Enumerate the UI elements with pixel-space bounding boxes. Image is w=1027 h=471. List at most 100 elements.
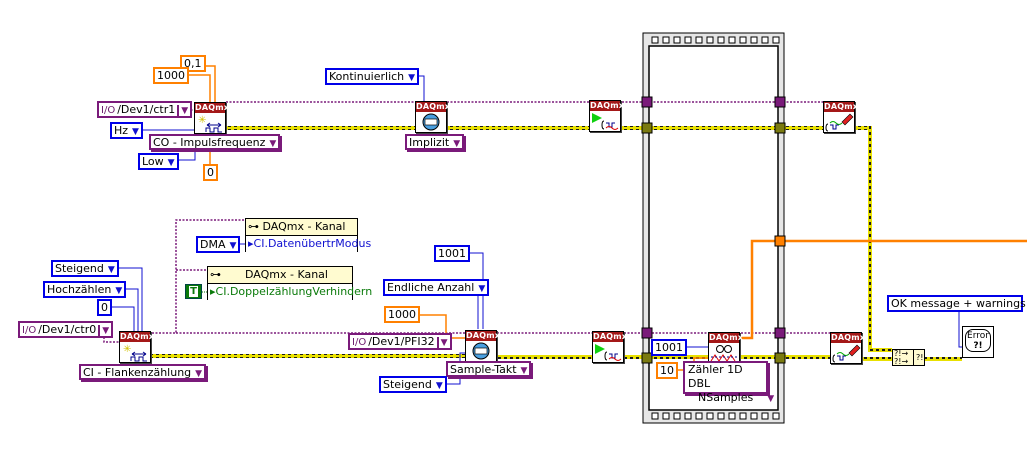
property-row[interactable]: ▸CI.DoppelzählungVerhindern xyxy=(208,283,373,300)
units-enum[interactable]: Hz▼ xyxy=(110,122,143,139)
channel-text: /Dev1/ctr1 xyxy=(117,103,176,116)
film-hole xyxy=(739,412,747,420)
property-node-duplicate-count[interactable]: ⊶ DAQmx - Kanal ▸CI.DoppelzählungVerhinde… xyxy=(207,266,373,300)
initial-count-value: 0 xyxy=(101,301,108,314)
film-hole xyxy=(695,36,703,44)
error-label: Error xyxy=(967,331,989,341)
property-node-title: DAQmx - Kanal xyxy=(245,268,328,281)
physical-channel-ctr0[interactable]: I/O/Dev1/ctr0▼ xyxy=(18,321,114,338)
dialog-type-text: OK message + warnings xyxy=(891,297,1026,310)
dropdown-arrow-icon[interactable]: ▼ xyxy=(98,325,109,338)
sample-mode-continuous[interactable]: Kontinuierlich▼ xyxy=(325,68,420,85)
clock-icon xyxy=(416,112,446,132)
daqmx-clear-task-co[interactable]: DAQmx xyxy=(823,101,859,133)
dropdown-arrow-icon: ▼ xyxy=(107,265,115,275)
film-hole xyxy=(684,412,692,420)
io-icon: I/O xyxy=(101,105,116,116)
dialog-type-enum[interactable]: OK message + warnings▼ xyxy=(887,295,1026,312)
edge-enum[interactable]: Steigend▼ xyxy=(51,260,119,277)
boolean-true-constant[interactable]: T xyxy=(185,284,202,299)
svg-text:✳: ✳ xyxy=(198,115,206,126)
film-hole xyxy=(695,412,703,420)
film-hole xyxy=(673,36,681,44)
ci-type-selector[interactable]: CI - Flankenzählung▼ xyxy=(79,364,207,380)
sample-mode-text: Kontinuierlich xyxy=(329,70,405,83)
co-type-selector[interactable]: CO - Impulsfrequenz▼ xyxy=(149,134,281,150)
daqmx-create-virtual-channel-co[interactable]: DAQmx ✳ xyxy=(194,102,230,134)
samples-value: 1001 xyxy=(438,247,466,260)
sample-mode-text: Endliche Anzahl xyxy=(387,281,475,294)
active-edge-enum[interactable]: Steigend▼ xyxy=(379,376,447,393)
film-hole xyxy=(772,36,780,44)
daqmx-start-task-co[interactable]: DAQmx xyxy=(589,100,625,132)
film-hole xyxy=(651,36,659,44)
sample-mode-finite[interactable]: Endliche Anzahl▼ xyxy=(383,279,490,296)
dropdown-arrow-icon[interactable]: ▼ xyxy=(177,105,188,118)
timeout-value: 10 xyxy=(660,364,674,377)
idle-state-text: Low xyxy=(142,155,164,168)
vi-header: DAQmx xyxy=(831,333,866,343)
vi-header: DAQmx xyxy=(824,102,859,112)
film-hole xyxy=(717,412,725,420)
daqmx-timing-ci[interactable]: DAQmx xyxy=(465,330,501,362)
units-text: Hz xyxy=(114,124,129,137)
initial-delay-value: 0 xyxy=(207,166,214,179)
read-samples-value: 1001 xyxy=(655,341,683,354)
dropdown-arrow-icon: ▼ xyxy=(453,139,461,149)
film-hole xyxy=(662,36,670,44)
daqmx-create-virtual-channel-ci[interactable]: DAQmx ✳ xyxy=(119,331,154,363)
frequency-value: 1000 xyxy=(157,69,185,82)
count-direction-enum[interactable]: Hochzählen▼ xyxy=(43,281,127,298)
vi-header: DAQmx xyxy=(195,103,230,113)
dropdown-arrow-icon: ▼ xyxy=(167,158,175,168)
dropdown-arrow-icon: ▼ xyxy=(269,139,277,149)
timing-type-sample-clock[interactable]: Sample-Takt▼ xyxy=(446,361,532,377)
property-name: CI.DoppelzählungVerhindern xyxy=(215,285,373,298)
read-type-line2: NSamples xyxy=(698,391,754,404)
timing-type-text: Sample-Takt xyxy=(450,363,517,376)
daqmx-timing-co[interactable]: DAQmx xyxy=(415,101,450,133)
physical-channel-ctr1[interactable]: I/O/Dev1/ctr1▼ xyxy=(97,101,193,118)
eraser-icon xyxy=(831,343,861,363)
clock-source-pfi32[interactable]: I/O/Dev1/PFI32▼ xyxy=(348,333,452,350)
film-hole xyxy=(706,412,714,420)
film-hole xyxy=(739,36,747,44)
daqmx-clear-task-ci[interactable]: DAQmx xyxy=(830,332,866,364)
vi-header: DAQmx xyxy=(593,332,628,342)
property-node-header: ⊶ DAQmx - Kanal xyxy=(208,267,352,283)
film-hole xyxy=(728,412,736,420)
vi-header: DAQmx xyxy=(466,331,501,341)
read-samples-constant[interactable]: 1001 xyxy=(651,339,687,356)
frequency-constant[interactable]: 1000 xyxy=(153,67,189,84)
tunnels xyxy=(641,96,786,364)
idle-state-enum[interactable]: Low▼ xyxy=(138,153,179,170)
vi-header: DAQmx xyxy=(590,101,625,111)
film-hole xyxy=(662,412,670,420)
dropdown-arrow-icon[interactable]: ▼ xyxy=(436,337,448,350)
transfer-mode-enum[interactable]: DMA▼ xyxy=(196,236,241,253)
error-sub: ?! xyxy=(973,341,983,351)
rate-constant[interactable]: 1000 xyxy=(384,306,420,323)
channel-text: /Dev1/ctr0 xyxy=(38,323,97,336)
dropdown-arrow-icon: ▼ xyxy=(132,127,139,137)
eraser-icon xyxy=(824,112,854,132)
film-hole xyxy=(673,412,681,420)
film-hole xyxy=(717,36,725,44)
timeout-constant[interactable]: 10 xyxy=(656,362,678,379)
ref-icon: ⊶ xyxy=(210,268,221,281)
merge-errors-node[interactable]: ?!→?!→ ?! xyxy=(892,349,925,366)
simple-error-handler[interactable]: Error?! xyxy=(962,326,994,358)
svg-text:✳: ✳ xyxy=(123,344,131,355)
property-row[interactable]: ▸CI.DatenübertrModus xyxy=(246,235,372,252)
samples-per-channel-constant[interactable]: 1001 xyxy=(434,245,470,262)
vi-header: DAQmx xyxy=(709,333,744,343)
daqmx-start-task-ci[interactable]: DAQmx xyxy=(592,331,628,363)
daqmx-read-ci[interactable]: DAQmx xyxy=(708,332,744,364)
timing-type-implicit[interactable]: Implizit▼ xyxy=(405,134,465,150)
initial-count-constant[interactable]: 0 xyxy=(97,299,112,316)
initial-delay-constant[interactable]: 0 xyxy=(203,164,218,181)
read-type-selector[interactable]: Zähler 1D DBL NSamples▼ xyxy=(683,361,774,404)
count-direction-text: Hochzählen xyxy=(47,283,112,296)
property-node-data-transfer[interactable]: ⊶ DAQmx - Kanal ▸CI.DatenübertrModus xyxy=(245,218,372,252)
io-icon: I/O xyxy=(22,325,37,336)
